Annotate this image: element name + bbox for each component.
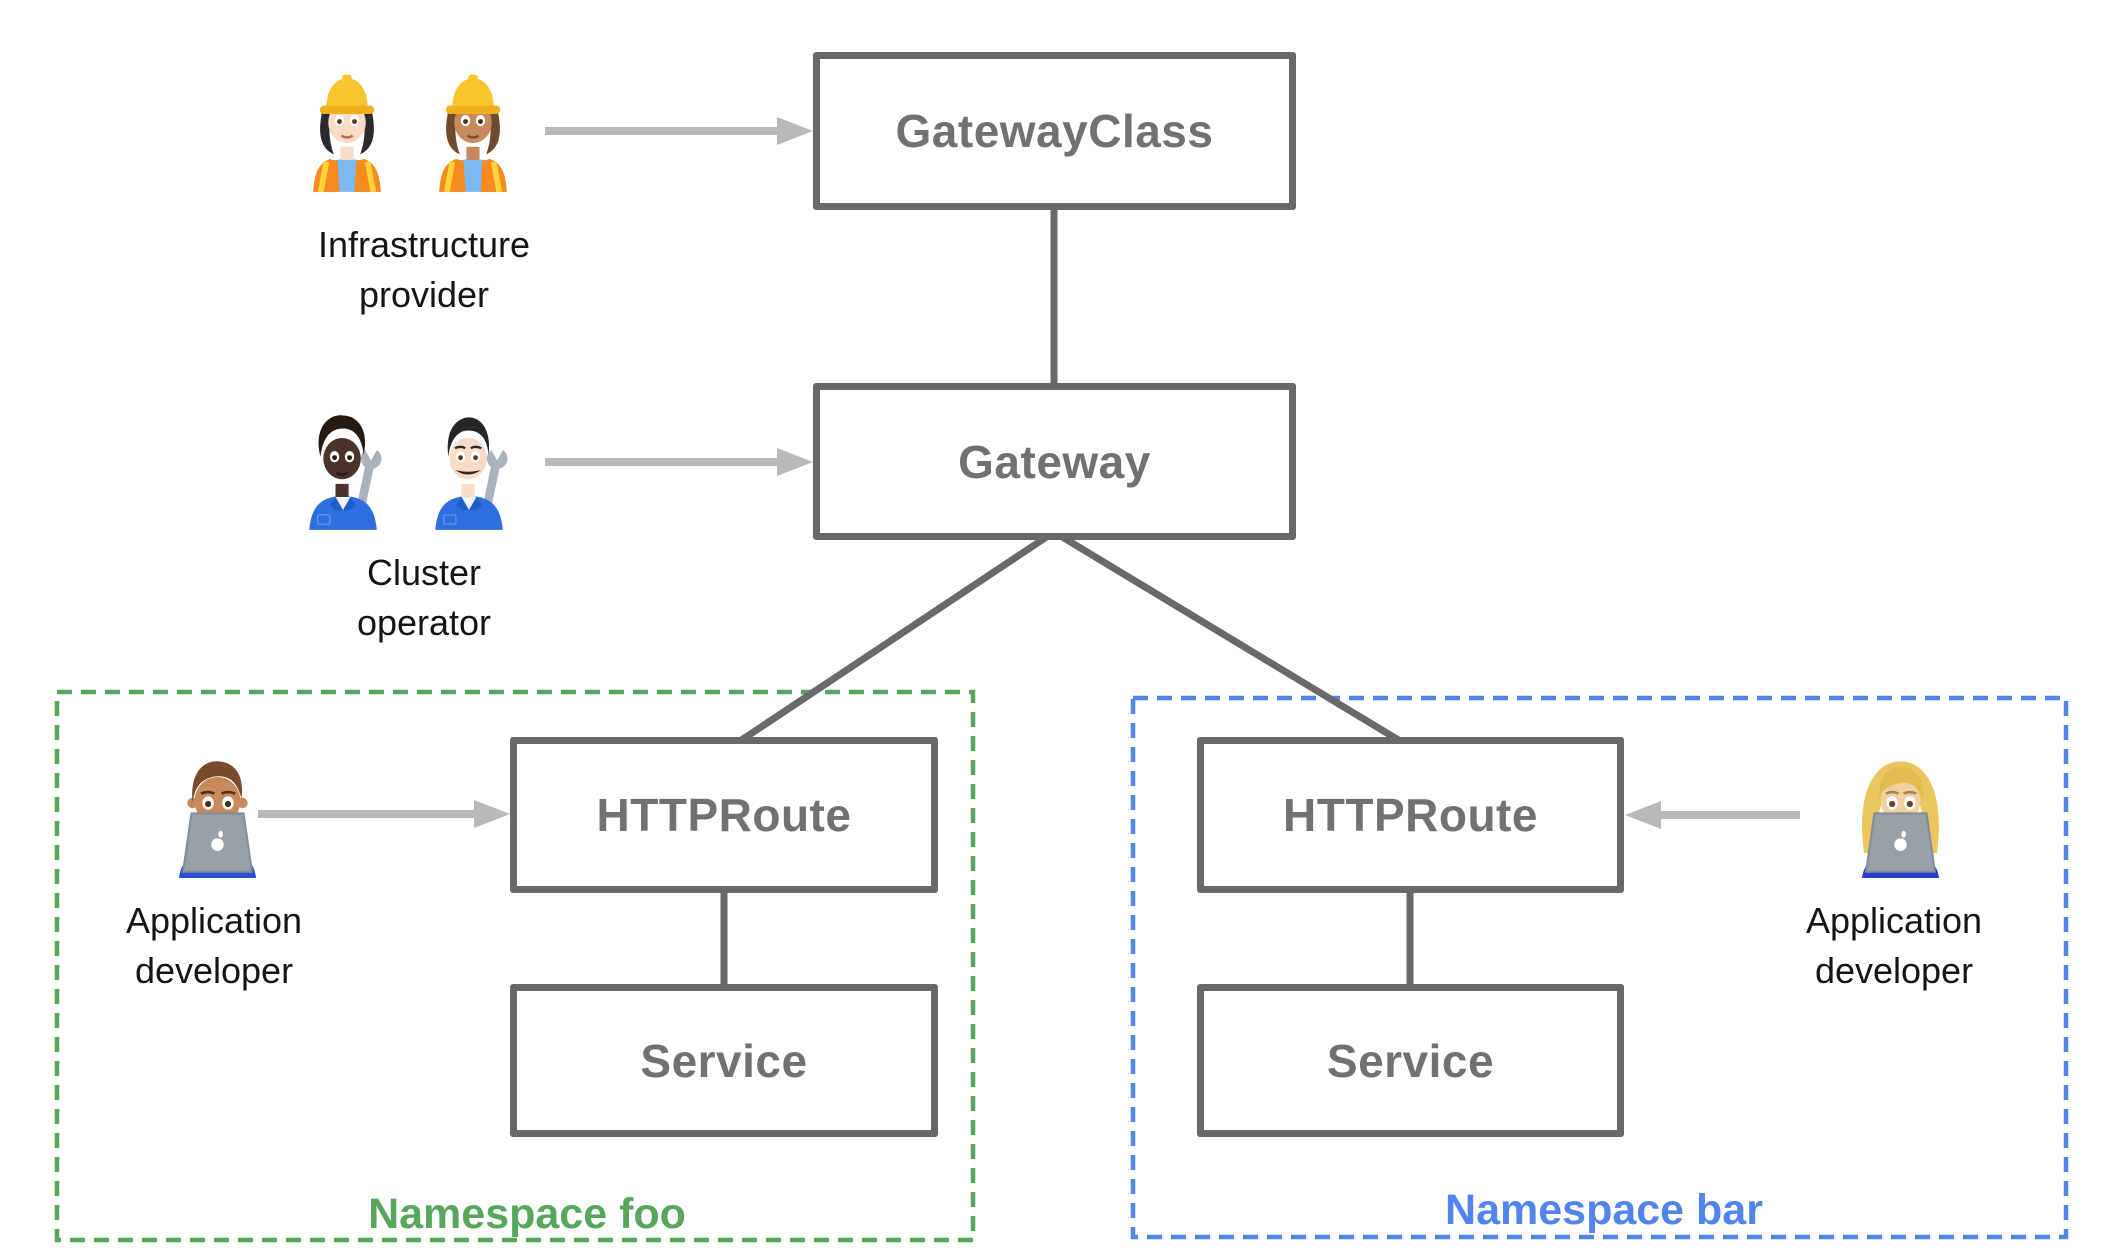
infrastructure-provider-icons bbox=[302, 66, 518, 192]
man-mechanic-light-icon bbox=[435, 417, 508, 530]
service-bar-label: Service bbox=[1326, 1034, 1495, 1087]
httproute-foo-node: HTTPRoute bbox=[510, 737, 938, 893]
gateway-node: Gateway bbox=[813, 383, 1296, 540]
application-developer-foo-label: Application developer bbox=[62, 896, 366, 997]
woman-construction-worker-light-icon bbox=[313, 74, 381, 192]
gateway-label: Gateway bbox=[958, 435, 1151, 488]
mechanic-dark-skin-icon bbox=[309, 415, 382, 530]
cluster-operator-label-line2: operator bbox=[356, 602, 492, 644]
service-foo-node: Service bbox=[510, 984, 938, 1137]
cluster-operator-label: Cluster operator bbox=[272, 548, 576, 649]
arrow-head-icon bbox=[777, 117, 813, 145]
httproute-bar-node: HTTPRoute bbox=[1197, 737, 1624, 893]
infrastructure-provider-label: Infrastructure provider bbox=[272, 220, 576, 321]
man-technologist-icon bbox=[178, 761, 257, 878]
gatewayclass-node: GatewayClass bbox=[813, 52, 1296, 210]
namespace-bar-label: Namespace bar bbox=[1445, 1186, 1763, 1234]
cluster-operator-label-line1: Cluster bbox=[366, 552, 482, 593]
gatewayclass-label: GatewayClass bbox=[895, 105, 1214, 157]
httproute-foo-label: HTTPRoute bbox=[596, 789, 852, 841]
application-developer-foo-label-line1: Application bbox=[125, 900, 303, 941]
application-developer-foo-icon-wrap bbox=[160, 753, 275, 878]
woman-technologist-icon bbox=[1861, 761, 1940, 878]
hierarchy-connectors bbox=[720, 205, 1414, 991]
application-developer-bar-label: Application developer bbox=[1742, 896, 2046, 997]
httproute-bar-label: HTTPRoute bbox=[1283, 789, 1538, 841]
service-bar-node: Service bbox=[1197, 984, 1624, 1137]
application-developer-foo-arrow bbox=[258, 800, 510, 828]
arrow-head-icon bbox=[1625, 801, 1661, 829]
arrow-head-icon bbox=[777, 448, 813, 476]
infrastructure-provider-arrow bbox=[545, 117, 813, 145]
persona-arrows bbox=[258, 117, 1800, 829]
namespace-foo-outline bbox=[54, 689, 976, 1243]
gateway-httproute-foo-connector bbox=[729, 529, 1056, 750]
application-developer-bar-label-line1: Application bbox=[1805, 900, 1983, 941]
application-developer-foo-label-line2: developer bbox=[134, 950, 294, 992]
application-developer-bar-label-line2: developer bbox=[1814, 950, 1974, 992]
gateway-httproute-bar-connector bbox=[1052, 529, 1412, 750]
infrastructure-provider-label-line1: Infrastructure bbox=[317, 224, 531, 265]
service-foo-label: Service bbox=[640, 1034, 808, 1087]
namespace-foo-label: Namespace foo bbox=[368, 1190, 686, 1238]
arrow-head-icon bbox=[474, 800, 510, 828]
infrastructure-provider-label-line2: provider bbox=[358, 274, 490, 316]
namespace-bar-outline bbox=[1130, 695, 2069, 1240]
woman-construction-worker-medium-icon bbox=[439, 74, 507, 192]
application-developer-bar-arrow bbox=[1625, 801, 1800, 829]
cluster-operator-arrow bbox=[545, 448, 813, 476]
application-developer-bar-icon-wrap bbox=[1843, 753, 1958, 878]
cluster-operator-icons bbox=[298, 404, 514, 530]
